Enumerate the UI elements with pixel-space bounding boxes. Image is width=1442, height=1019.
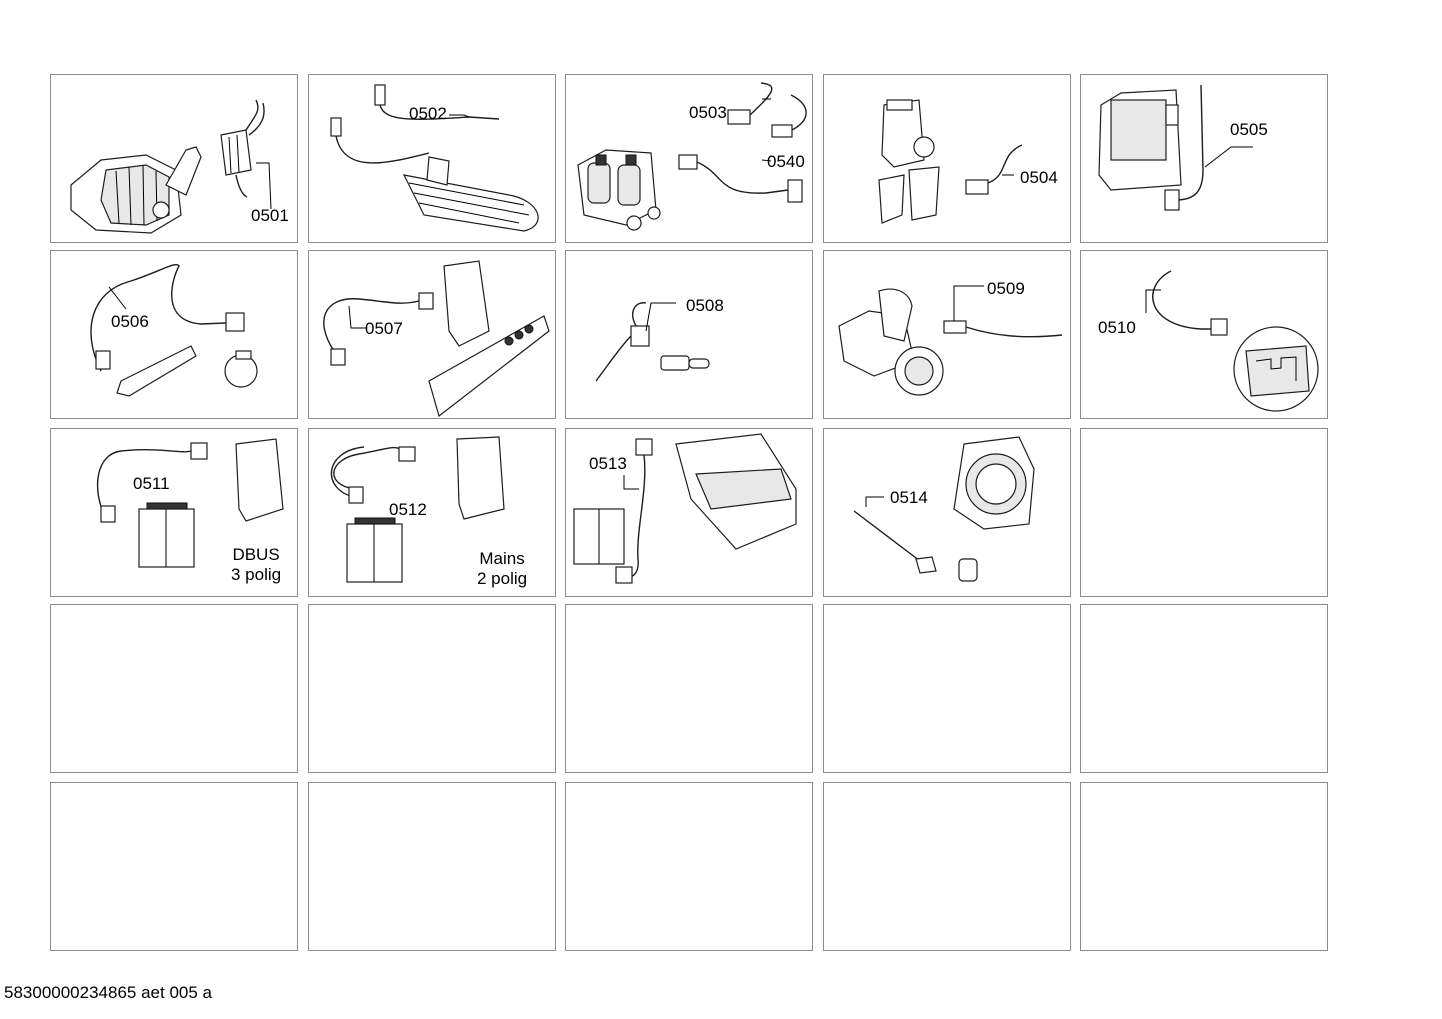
part-number-0514: 0514	[890, 488, 928, 507]
cell-0506[interactable]: 0506	[50, 250, 298, 419]
cell-0503[interactable]: 0503 0540	[565, 74, 813, 243]
empty-cell	[1080, 428, 1328, 597]
part-number-0513: 0513	[589, 454, 627, 473]
note-line-1: DBUS	[232, 545, 280, 564]
cell-0512[interactable]: 0512 Mains 2 polig	[308, 428, 556, 597]
empty-cell	[823, 782, 1071, 951]
part-number-0507: 0507	[365, 319, 403, 338]
part-number-0501: 0501	[251, 206, 289, 225]
empty-cell	[565, 782, 813, 951]
part-number-0509: 0509	[987, 279, 1025, 298]
cell-0514[interactable]: 0514	[823, 428, 1071, 597]
part-number-0512: 0512	[389, 500, 427, 519]
part-number-0510: 0510	[1098, 318, 1136, 337]
cell-0513[interactable]: 0513	[565, 428, 813, 597]
mains-connector-illustration	[330, 436, 505, 583]
empty-cell	[50, 782, 298, 951]
tub-sensor-illustration	[853, 436, 1035, 582]
cell-0505[interactable]: 0505	[1080, 74, 1328, 243]
empty-cell	[1080, 604, 1328, 773]
ntc-sensor-illustration	[595, 302, 710, 382]
empty-cell	[50, 604, 298, 773]
dispenser-illustration	[573, 433, 797, 584]
note-line-1: Mains	[479, 549, 525, 568]
cell-0511[interactable]: 0511 DBUS 3 polig	[50, 428, 298, 597]
part-number-0502: 0502	[409, 104, 447, 123]
connector-note: DBUS 3 polig	[231, 545, 281, 585]
control-board-illustration	[323, 260, 550, 418]
empty-cell	[1080, 782, 1328, 951]
module-illustration	[1098, 84, 1253, 211]
document-code: 58300000234865 aet 005 a	[4, 983, 212, 1002]
empty-cell	[308, 604, 556, 773]
part-number-0540: 0540	[767, 152, 805, 171]
cell-0502[interactable]: 0502	[308, 74, 556, 243]
empty-cell	[823, 604, 1071, 773]
heater-illustration	[330, 84, 539, 232]
cell-0508[interactable]: 0508	[565, 250, 813, 419]
empty-cell	[565, 604, 813, 773]
valve-illustration	[577, 82, 807, 231]
cell-0509[interactable]: 0509	[823, 250, 1071, 419]
motor-illustration	[70, 99, 272, 234]
part-number-0503: 0503	[689, 103, 727, 122]
part-number-0506: 0506	[111, 312, 149, 331]
empty-cell	[308, 782, 556, 951]
part-number-0505: 0505	[1230, 120, 1268, 139]
cell-0507[interactable]: 0507	[308, 250, 556, 419]
cell-0504[interactable]: 0504	[823, 74, 1071, 243]
dbus-connector-illustration	[96, 438, 284, 568]
aquastop-illustration	[878, 99, 1023, 224]
cell-0510[interactable]: 0510	[1080, 250, 1328, 419]
note-line-2: 2 polig	[477, 569, 528, 588]
connector-note: Mains 2 polig	[477, 549, 527, 589]
connector-detail-illustration	[1145, 270, 1319, 412]
pressure-switch-illustration	[90, 264, 258, 397]
part-number-0511: 0511	[133, 474, 170, 493]
part-number-0508: 0508	[686, 296, 724, 315]
drain-pump-illustration	[838, 285, 1063, 396]
cell-0501[interactable]: 0501	[50, 74, 298, 243]
note-line-2: 3 polig	[231, 565, 282, 584]
part-number-0504: 0504	[1020, 168, 1058, 187]
